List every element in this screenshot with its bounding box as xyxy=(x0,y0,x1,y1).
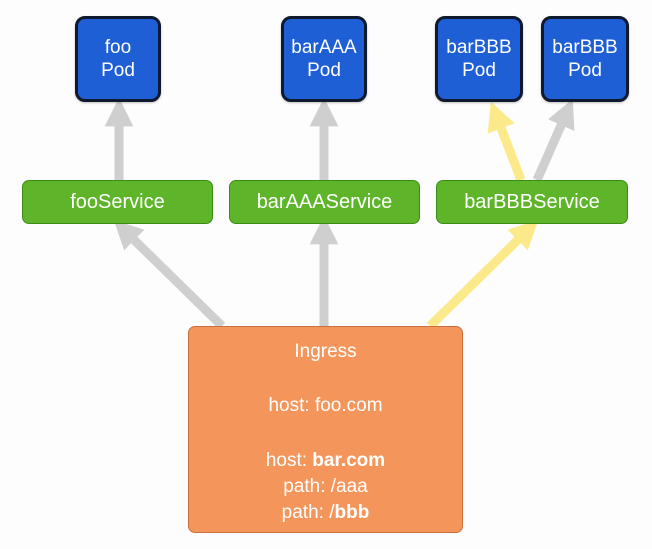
barbbb-pod-1: barBBB Pod xyxy=(435,16,523,102)
arrow-ingress-to-fooservice xyxy=(113,219,226,330)
ingress-host-bar: host: bar.com xyxy=(189,449,462,472)
arrow-barbbbservice-to-barbbb-pod-1 xyxy=(487,101,526,182)
ingress-path-aaa: path: /aaa xyxy=(283,476,368,497)
service-label: barBBBService xyxy=(464,190,600,213)
ingress-host-foo: host: foo.com xyxy=(189,394,462,417)
arrow-barbbbservice-to-barbbb-pod-2 xyxy=(532,98,575,182)
pod-name: barBBB xyxy=(552,37,618,58)
ingress-title: Ingress xyxy=(294,341,357,362)
host-value: foo.com xyxy=(314,395,383,416)
barbbb-pod-2: barBBB Pod xyxy=(541,16,629,102)
pod-name: barAAA xyxy=(291,37,357,58)
pod-type: Pod xyxy=(101,60,135,81)
service-label: barAAAService xyxy=(256,190,393,213)
host-value: bar.com xyxy=(312,450,386,471)
pod-type: Pod xyxy=(307,60,341,81)
pod-type: Pod xyxy=(568,60,602,81)
host-prefix: host: xyxy=(265,450,313,471)
foo-pod: foo Pod xyxy=(75,16,161,102)
path-value: bbb xyxy=(334,502,370,523)
pod-name: foo xyxy=(104,37,132,58)
fooservice: fooService xyxy=(22,180,213,224)
service-label: fooService xyxy=(70,190,165,213)
barbbbservice: barBBBService xyxy=(436,180,628,224)
host-prefix: host: xyxy=(268,395,315,416)
ingress-box: Ingress host: foo.com host: bar.com path… xyxy=(188,326,463,533)
path-prefix: path: / xyxy=(281,502,335,523)
arrow-ingress-to-barbbbservice xyxy=(426,219,539,330)
ingress-path-bbb: path: /bbb xyxy=(189,501,462,524)
baraaa-pod: barAAA Pod xyxy=(281,16,367,102)
pod-type: Pod xyxy=(462,60,496,81)
pod-name: barBBB xyxy=(446,37,512,58)
baraaaservice: barAAAService xyxy=(229,180,420,224)
